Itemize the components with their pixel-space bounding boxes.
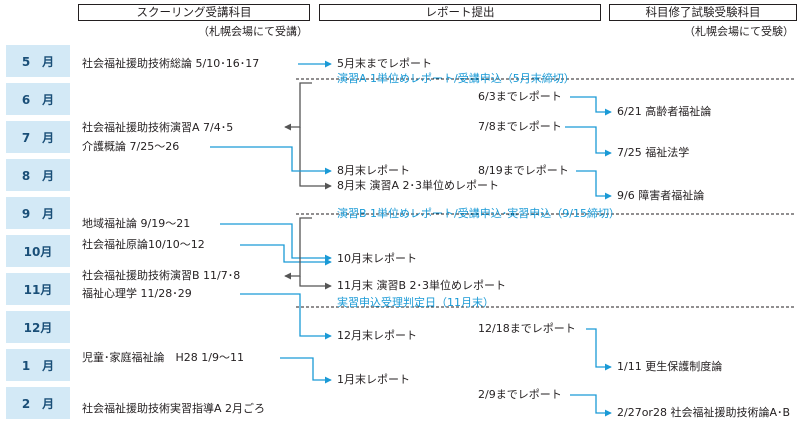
month-label-aug: 8 月 bbox=[6, 159, 70, 191]
report-jan-end: 1月末レポート bbox=[337, 373, 410, 386]
arrow-dec-report bbox=[240, 293, 332, 340]
exam-venue-note: （札幌会場にて受験） bbox=[684, 25, 794, 38]
arrow-sep6-exam bbox=[576, 170, 612, 200]
schooling-column-header: スクーリング受講科目 bbox=[78, 4, 310, 21]
arrow-oct-report-from-sep bbox=[220, 223, 332, 262]
report-aug-end: 8月末レポート bbox=[337, 164, 410, 177]
arrow-jul25-exam bbox=[565, 126, 612, 157]
arrow-feb27-exam bbox=[570, 394, 612, 417]
month-label-sep: 9 月 bbox=[6, 197, 70, 229]
arrow-jan-report bbox=[280, 357, 332, 384]
month-label-nov: 11月 bbox=[6, 273, 70, 305]
arrow-oct-report-from-oct bbox=[240, 244, 332, 266]
schooling-sep: 地域福祉論 9/19〜21 bbox=[82, 217, 191, 230]
arrow-practice-a-to-schooling bbox=[284, 82, 312, 131]
report-column-header: レポート提出 bbox=[319, 4, 601, 21]
exam-sep-6: 9/6 障害者福祉論 bbox=[617, 189, 705, 202]
arrow-practice-a-report bbox=[299, 127, 332, 190]
month-label-dec: 12月 bbox=[6, 311, 70, 343]
report-aug-19: 8/19までレポート bbox=[478, 164, 569, 177]
schooling-jul-care: 介護概論 7/25〜26 bbox=[82, 140, 180, 153]
report-oct-end: 10月末レポート bbox=[337, 252, 417, 265]
arrow-jan11-exam bbox=[586, 328, 612, 371]
report-jul-8: 7/8までレポート bbox=[478, 120, 562, 133]
schooling-feb: 社会福祉援助技術実習指導A 2月ごろ bbox=[82, 402, 266, 415]
schooling-nov-practice-b: 社会福祉援助技術演習B 11/7･8 bbox=[82, 269, 241, 282]
month-label-oct: 10月 bbox=[6, 235, 70, 267]
month-label-may: 5 月 bbox=[6, 45, 70, 77]
report-nov-practice-b: 11月末 演習B 2･3単位めレポート bbox=[337, 279, 507, 292]
notice-practicum-decision: 実習申込受理判定日（11月末） bbox=[337, 296, 494, 309]
report-dec-18: 12/18までレポート bbox=[478, 322, 576, 335]
arrow-practice-b-to-schooling bbox=[284, 217, 312, 280]
exam-jun-21: 6/21 高齢者福祉論 bbox=[617, 105, 712, 118]
arrow-practice-b-report bbox=[299, 276, 332, 290]
exam-column-header: 科目修了試験受験科目 bbox=[609, 4, 797, 21]
month-label-jul: 7 月 bbox=[6, 121, 70, 153]
report-may-end: 5月末までレポート bbox=[337, 57, 432, 70]
report-aug-practice-a: 8月末 演習A 2･3単位めレポート bbox=[337, 179, 500, 192]
exam-jan-11: 1/11 更生保護制度論 bbox=[617, 360, 723, 373]
notice-practice-a: 演習A 1単位めレポート/受講申込（5月末締切） bbox=[337, 72, 575, 85]
month-label-feb: 2 月 bbox=[6, 387, 70, 419]
report-dec-end: 12月末レポート bbox=[337, 329, 417, 342]
schooling-venue-note: （札幌会場にて受講） bbox=[198, 25, 308, 38]
exam-jul-25: 7/25 福祉法学 bbox=[617, 146, 690, 159]
schooling-jul-practice-a: 社会福祉援助技術演習A 7/4･5 bbox=[82, 121, 234, 134]
report-jun-3: 6/3までレポート bbox=[478, 90, 562, 103]
notice-practice-b: 演習B 1単位めレポート/受講申込･実習申込（9/15締切） bbox=[337, 207, 620, 220]
arrow-aug-report bbox=[210, 146, 332, 175]
schooling-may: 社会福祉援助技術総論 5/10･16･17 bbox=[82, 57, 260, 70]
schooling-nov-psychology: 福祉心理学 11/28･29 bbox=[82, 287, 192, 300]
exam-feb-27: 2/27or28 社会福祉援助技術論A･B bbox=[617, 406, 791, 419]
month-label-jun: 6 月 bbox=[6, 83, 70, 115]
month-label-jan: 1 月 bbox=[6, 349, 70, 381]
report-feb-9: 2/9までレポート bbox=[478, 388, 562, 401]
schooling-oct: 社会福祉原論10/10〜12 bbox=[82, 238, 205, 251]
schooling-jan: 児童･家庭福祉論 H28 1/9〜11 bbox=[82, 351, 244, 364]
arrow-jun21-exam bbox=[570, 96, 612, 116]
